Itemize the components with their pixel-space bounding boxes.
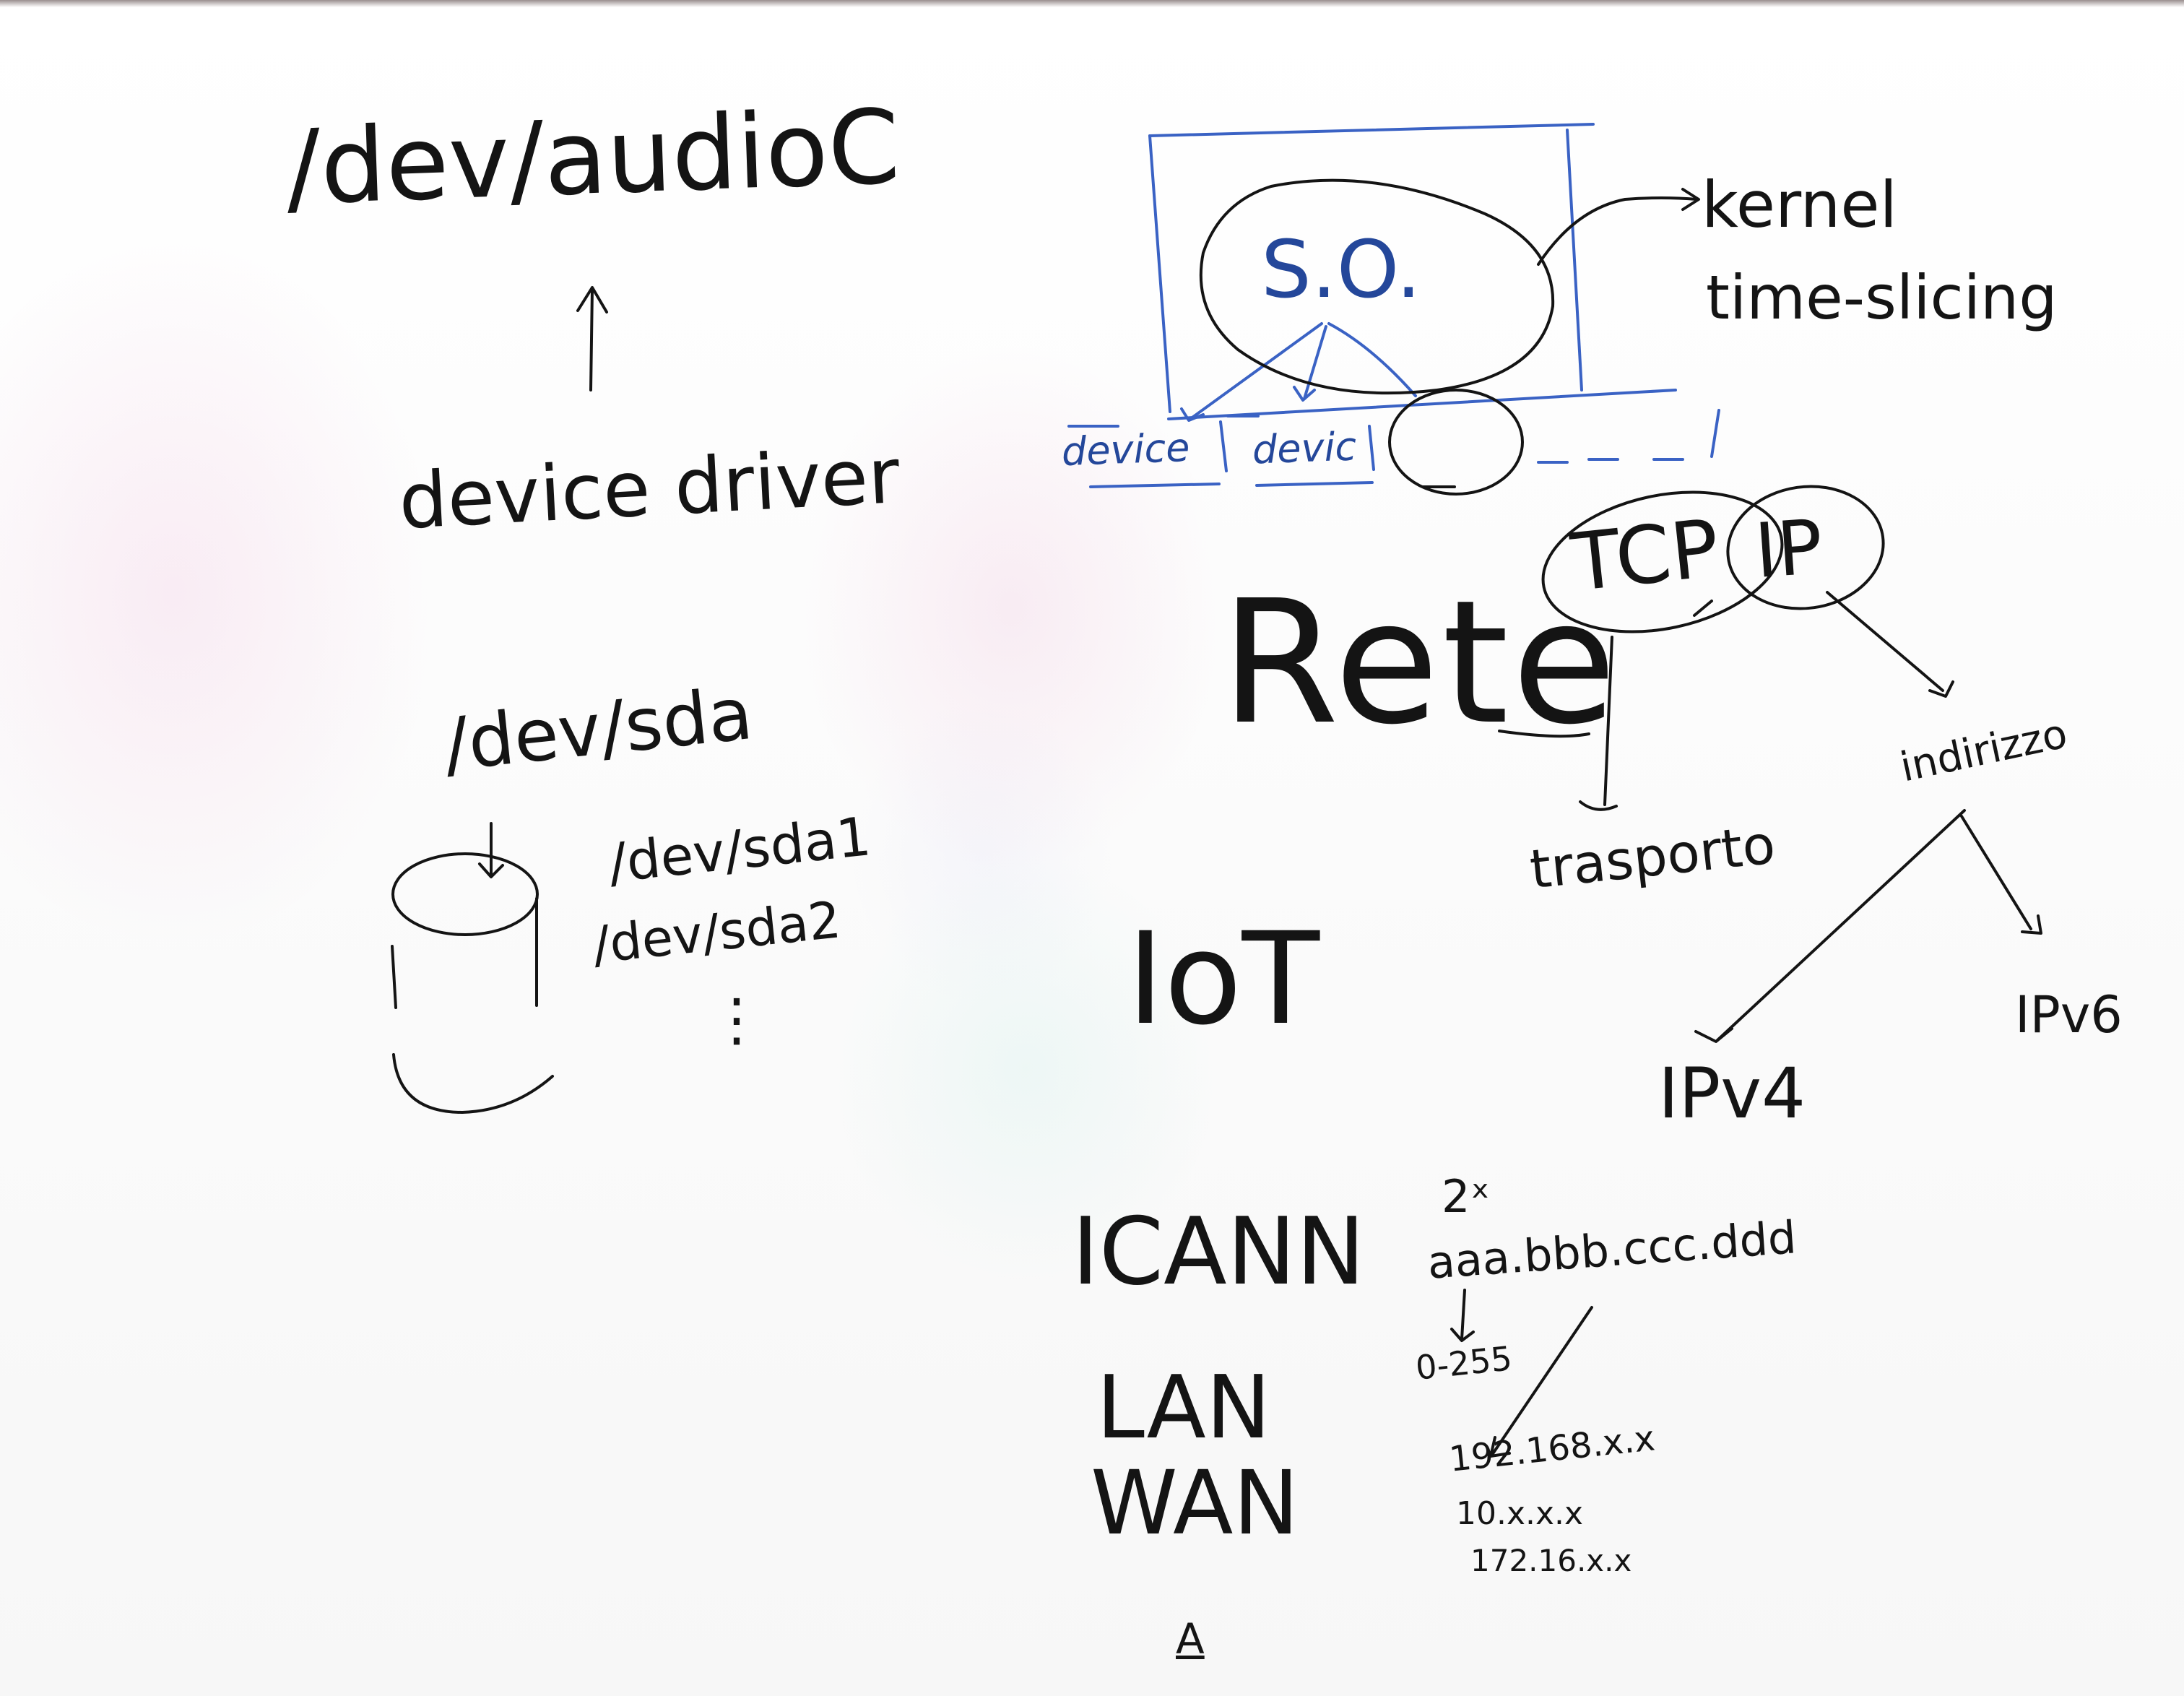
private-10-label: 10.x.x.x [1456,1495,1584,1532]
icann-label: ICANN [1072,1198,1366,1306]
arrow-down-to-disk [478,822,504,878]
kernel-label: kernel [1702,168,1897,242]
board-top-edge [0,0,2184,7]
arrow-to-range [1450,1289,1475,1342]
sda-ellipsis: ⋮ [708,986,766,1053]
arrow-to-private-ranges [1489,1306,1593,1458]
os-circle [1199,178,1555,496]
ipv4-label: IPv4 [1658,1053,1806,1134]
arrow-to-indirizzo [1826,591,1954,698]
range-label: 0-255 [1413,1338,1514,1388]
arrow-to-ipv6 [1960,815,2042,935]
arrow-to-trasporto [1579,636,1618,811]
iot-label: IoT [1127,905,1320,1053]
time-slicing-label: time-slicing [1706,262,2058,333]
rete-title: Rete [1221,563,1620,762]
ip-label: IP [1751,502,1826,596]
os-diagram [1067,123,1720,488]
disk-cylinder-icon [391,852,554,1114]
private-172-label: 172.16.x.x [1470,1543,1632,1578]
dev-audio-label: /dev/audioC [284,87,902,228]
kernel-arrow [1537,188,1700,266]
tcp-ip-bubbles [1541,485,1885,633]
so-label: S.O. [1261,223,1421,316]
two-power-label: 2ˣ [1442,1170,1490,1223]
device-label-2: devic [1251,423,1358,473]
lan-label: LAN [1096,1358,1271,1458]
device-label-1: device [1060,424,1191,475]
rete-underline [1498,730,1590,738]
arrow-up-to-audio [576,286,608,391]
wan-label: WAN [1091,1452,1299,1554]
ipv6-label: IPv6 [2015,985,2123,1044]
signature-mark: A [1176,1614,1205,1663]
arrow-to-ipv4 [1694,809,1966,1043]
